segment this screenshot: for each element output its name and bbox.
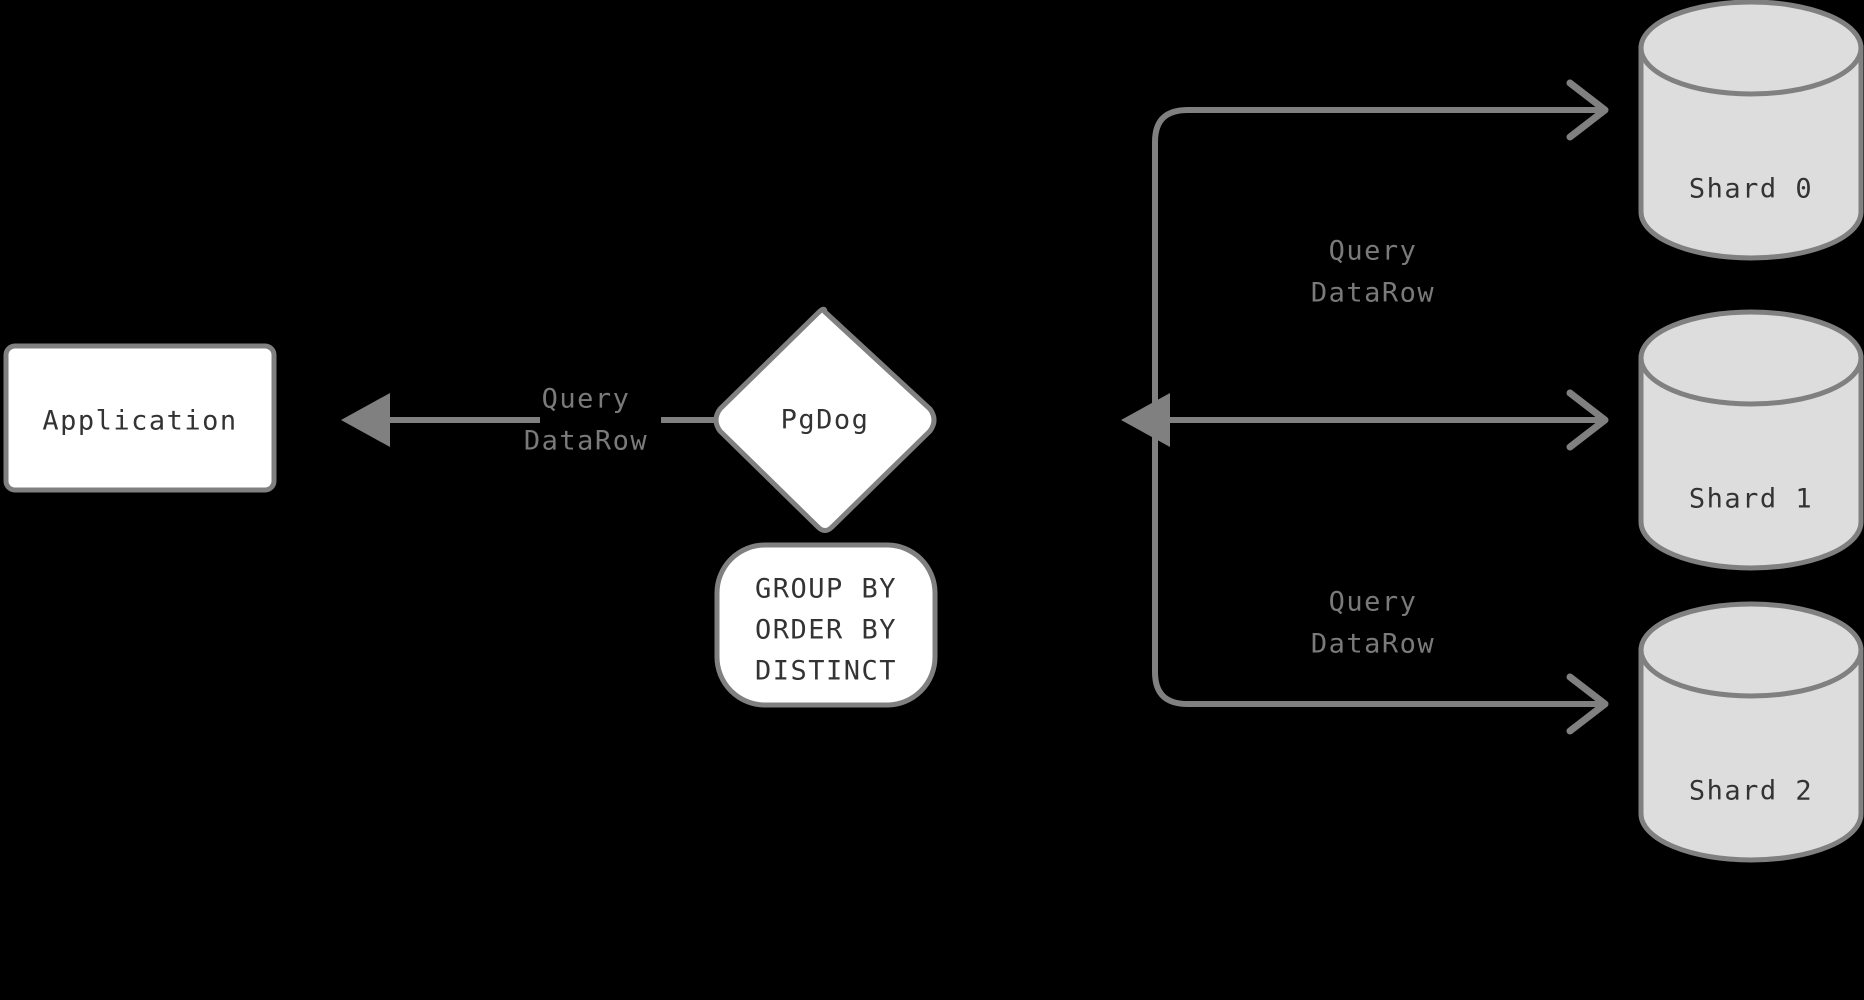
edge-path-to-shard-0	[1152, 107, 1606, 423]
shard-1-top	[1638, 309, 1864, 407]
pgdog-diamond[interactable]	[713, 306, 937, 533]
operations-line-1: GROUP BY	[755, 574, 897, 605]
edge-label-shard-lower-line-2: DataRow	[1311, 629, 1435, 660]
operations-line-2: ORDER BY	[755, 615, 897, 646]
arrowhead-to-shard-0	[1566, 79, 1609, 141]
node-operations[interactable]: GROUP BY ORDER BY DISTINCT	[714, 542, 938, 708]
arrowhead-to-shard-1	[1566, 389, 1609, 451]
shard-1-label: Shard 1	[1689, 484, 1813, 515]
node-application[interactable]: Application	[3, 343, 277, 493]
edge-label-shard-upper-line-2: DataRow	[1311, 278, 1435, 309]
edge-label-client: Query DataRow	[524, 384, 648, 457]
arrowhead-to-pgdog-from-shards	[1121, 393, 1170, 447]
edge-pgdog-shards	[1121, 79, 1609, 735]
operations-line-3: DISTINCT	[755, 656, 897, 687]
shard-0-label: Shard 0	[1689, 174, 1813, 205]
edge-label-shard-upper: Query DataRow	[1311, 236, 1435, 309]
shard-2-top	[1638, 601, 1864, 699]
application-label: Application	[42, 406, 237, 437]
edge-label-client-line-2: DataRow	[524, 426, 648, 457]
arrowhead-to-application	[341, 393, 390, 447]
node-pgdog[interactable]: PgDog	[713, 306, 937, 533]
shard-0-top	[1638, 0, 1864, 97]
operations-box[interactable]	[714, 542, 938, 708]
shard-2-body[interactable]	[1638, 647, 1864, 863]
edge-path-to-shard-2	[1152, 417, 1606, 707]
node-shard-0[interactable]: Shard 0	[1638, 0, 1864, 261]
arrowhead-to-shard-2	[1566, 673, 1609, 735]
pgdog-label: PgDog	[781, 405, 870, 436]
shard-1-body[interactable]	[1638, 355, 1864, 571]
shard-0-body[interactable]	[1638, 45, 1864, 261]
shard-2-label: Shard 2	[1689, 776, 1813, 807]
application-box[interactable]	[3, 343, 277, 493]
node-shard-2[interactable]: Shard 2	[1638, 601, 1864, 863]
edge-label-shard-lower: Query DataRow	[1311, 587, 1435, 660]
edge-label-shard-lower-line-1: Query	[1329, 587, 1418, 618]
edge-label-shard-upper-line-1: Query	[1329, 236, 1418, 267]
node-shard-1[interactable]: Shard 1	[1638, 309, 1864, 571]
edge-label-client-line-1: Query	[542, 384, 631, 415]
